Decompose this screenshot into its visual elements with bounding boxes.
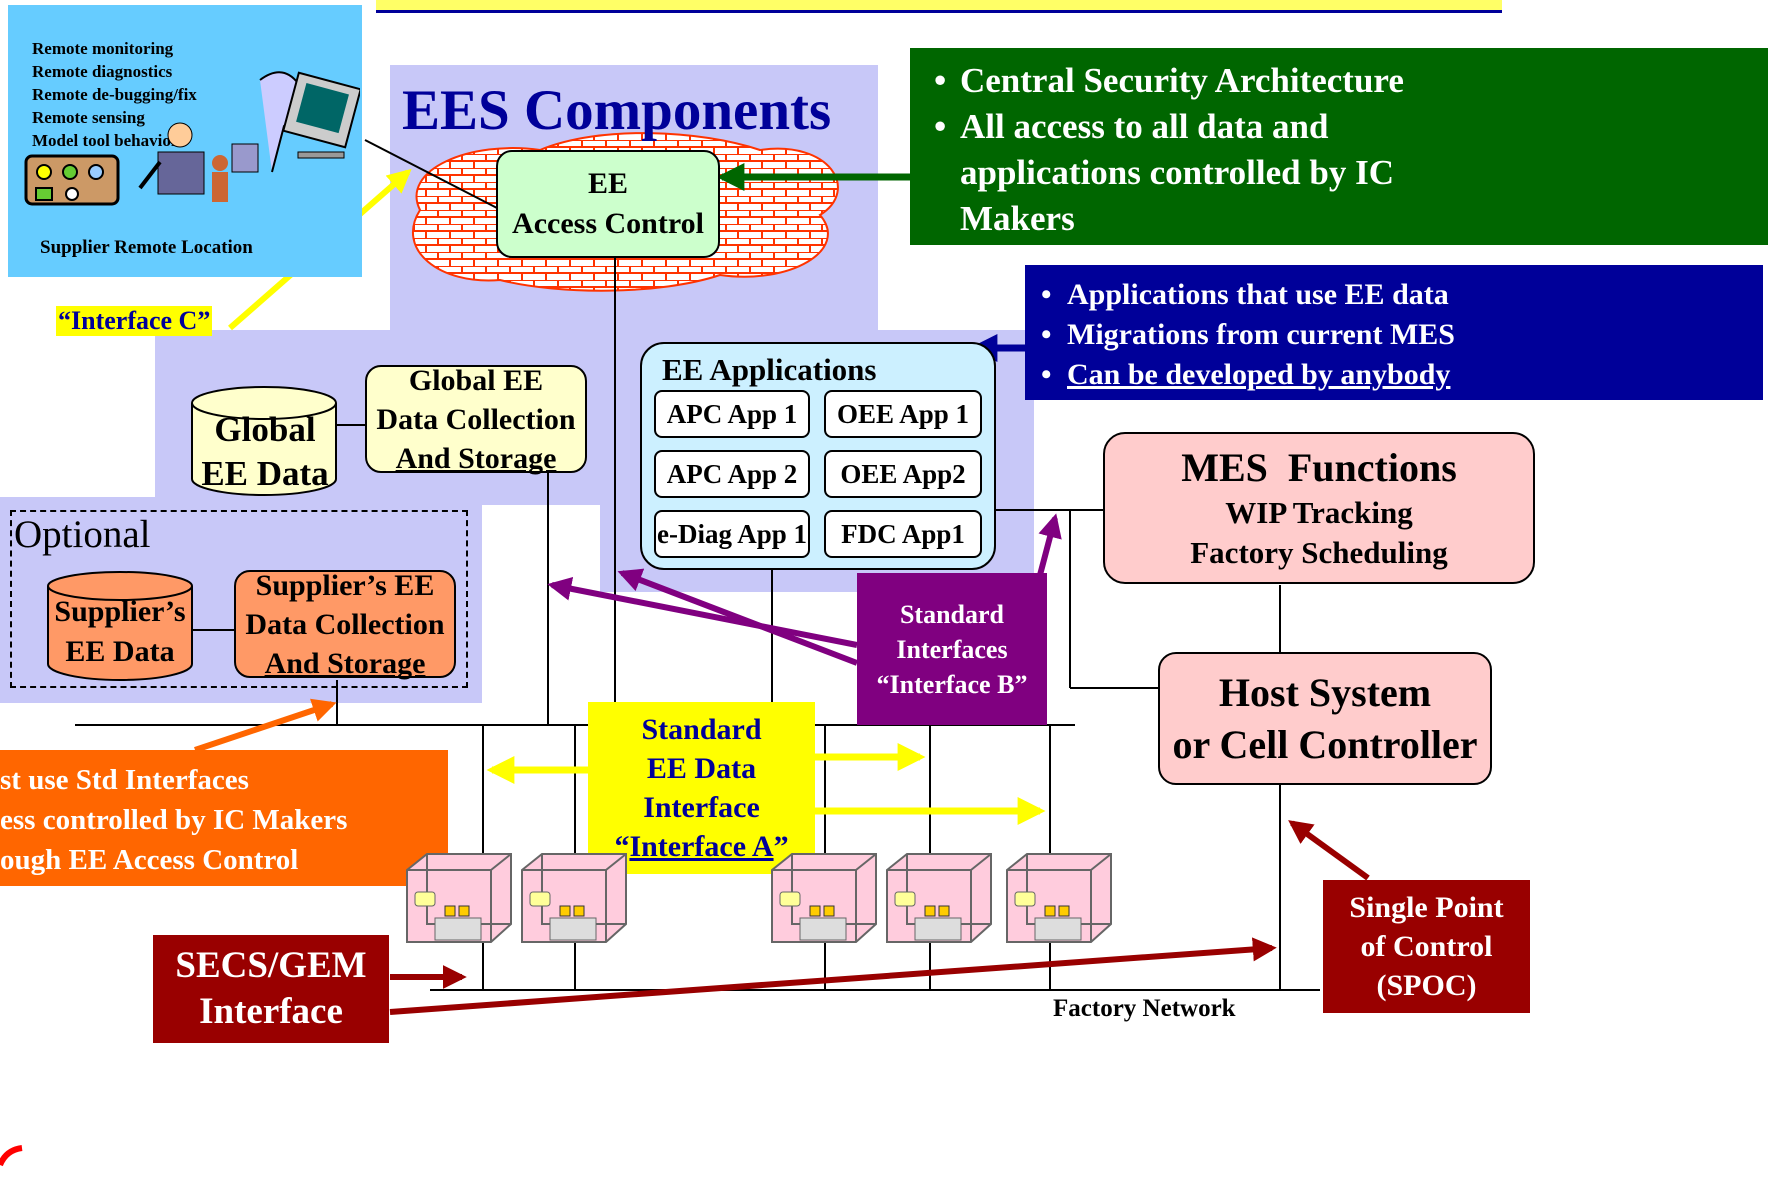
apps-bullet: Can be developed by anybody [1037, 355, 1763, 395]
remote-item: Remote diagnostics [32, 62, 173, 81]
factory-network-label: Factory Network [1053, 995, 1236, 1022]
spoc-line3: (SPOC) [1376, 969, 1477, 1002]
std-callout-line3: ough EE Access Control [0, 844, 299, 876]
mes-line2: Factory Scheduling [1190, 535, 1448, 570]
ee-applications-title: EE Applications [662, 352, 877, 387]
interface-a-box: Standard EE Data Interface “Interface A” [588, 702, 815, 874]
interface-a-line2: EE Data [646, 752, 757, 785]
secs-gem-box: SECS/GEM Interface [153, 935, 389, 1043]
app-tile[interactable]: APC App 1 [654, 390, 810, 438]
supplier-ee-data-line2: EE Data [65, 635, 175, 668]
interface-c-label: “Interface C” [56, 306, 213, 336]
app-tile[interactable]: APC App 2 [654, 450, 810, 498]
app-tile-label: FDC App1 [841, 518, 965, 549]
app-tile-label: APC App 1 [666, 398, 798, 429]
supplier-collection-line3: And Storage [264, 646, 426, 680]
mes-line1: WIP Tracking [1225, 495, 1413, 530]
supplier-ee-data-line1: Supplier’s [54, 595, 186, 628]
remote-item: Remote sensing [32, 108, 145, 127]
global-ee-data-line1: Global [214, 410, 316, 449]
spoc-line1: Single Point [1349, 891, 1504, 924]
interface-b-line1: Standard [899, 599, 1005, 629]
app-tile-label: APC App 2 [666, 458, 798, 489]
app-tile-label: OEE App2 [840, 458, 966, 489]
access-control-box: EE Access Control [496, 150, 720, 258]
optional-label: Optional [14, 513, 151, 556]
app-tile[interactable]: FDC App1 [824, 510, 982, 558]
global-ee-data-line2: EE Data [201, 454, 329, 493]
global-collection-box: Global EE Data Collection And Storage [365, 364, 587, 475]
supplier-collection-box: Supplier’s EE Data Collection And Storag… [234, 569, 456, 680]
host-line1: Host System [1218, 669, 1432, 715]
secs-gem-line1: SECS/GEM [175, 945, 367, 986]
interface-a-name: Interface A [629, 830, 774, 863]
interface-b-line2: Interfaces [896, 634, 1008, 664]
global-collection-line2: Data Collection [376, 402, 576, 436]
supplier-collection-line1: Supplier’s EE [255, 568, 435, 602]
equipment-tool-icon [406, 853, 512, 943]
spoc-line2: of Control [1360, 930, 1493, 963]
apps-callout: Applications that use EE data Migrations… [1025, 265, 1763, 400]
app-tile-label: e-Diag App 1 [656, 518, 808, 549]
equipment-tool-icon [886, 853, 992, 943]
global-ee-data-cylinder [191, 386, 337, 496]
access-control-line1: EE [587, 167, 629, 200]
mes-functions-box: MES Functions WIP Tracking Factory Sched… [1103, 432, 1535, 584]
supplier-collection-line2: Data Collection [245, 607, 445, 641]
global-ee-data-label: Global EE Data [190, 408, 340, 496]
interface-a-line4: “Interface A” [614, 827, 788, 866]
std-callout-line2: ess controlled by IC Makers [0, 804, 348, 836]
global-collection-line3: And Storage [395, 441, 557, 475]
optional-group [10, 510, 468, 688]
security-bullet: Central Security Architecture [930, 58, 1490, 104]
remote-item: Model tool behavior [32, 131, 179, 150]
top-banner [376, 0, 1502, 13]
interface-a-quote-close: ” [773, 830, 789, 863]
equipment-tool-icon [1006, 853, 1112, 943]
global-collection-line1: Global EE [408, 363, 544, 397]
app-tile-label: OEE App 1 [836, 398, 970, 429]
host-system-box: Host System or Cell Controller [1158, 652, 1492, 785]
remote-item: Remote monitoring [32, 39, 174, 58]
app-tile[interactable]: OEE App 1 [824, 390, 982, 438]
remote-workers-illustration [24, 71, 360, 206]
apps-bullet: Applications that use EE data [1037, 275, 1763, 315]
interface-b-line3: “Interface B” [876, 669, 1028, 699]
host-line2: or Cell Controller [1172, 721, 1478, 767]
app-tile[interactable]: OEE App2 [824, 450, 982, 498]
spoc-box: Single Point of Control (SPOC) [1323, 880, 1530, 1013]
apps-bullet: Migrations from current MES [1037, 315, 1763, 355]
remote-item: Remote de-bugging/fix [32, 85, 197, 104]
security-bullet: All access to all data and applications … [930, 104, 1490, 242]
supplier-location-label: Supplier Remote Location [40, 237, 253, 258]
app-tile[interactable]: e-Diag App 1 [654, 510, 810, 558]
equipment-tool-icon [771, 853, 877, 943]
remote-items-list: Remote monitoring Remote diagnostics Rem… [32, 37, 197, 152]
equipment-tool-icon [521, 853, 627, 943]
interface-a-line1: Standard [641, 713, 762, 746]
supplier-ee-data-label: Supplier’s EE Data [40, 592, 200, 672]
std-interfaces-callout: st use Std Interfaces ess controlled by … [0, 750, 448, 886]
interface-b-box: Standard Interfaces “Interface B” [857, 573, 1047, 725]
access-control-line2: Access Control [512, 207, 704, 240]
interface-a-line3: Interface [643, 791, 760, 824]
secs-gem-line2: Interface [199, 991, 343, 1032]
std-callout-line1: st use Std Interfaces [0, 764, 249, 796]
mes-title: MES Functions [1181, 445, 1457, 490]
supplier-ee-data-cylinder [47, 571, 193, 681]
ees-components-title: EES Components [402, 79, 832, 142]
security-callout: Central Security Architecture All access… [910, 48, 1768, 245]
